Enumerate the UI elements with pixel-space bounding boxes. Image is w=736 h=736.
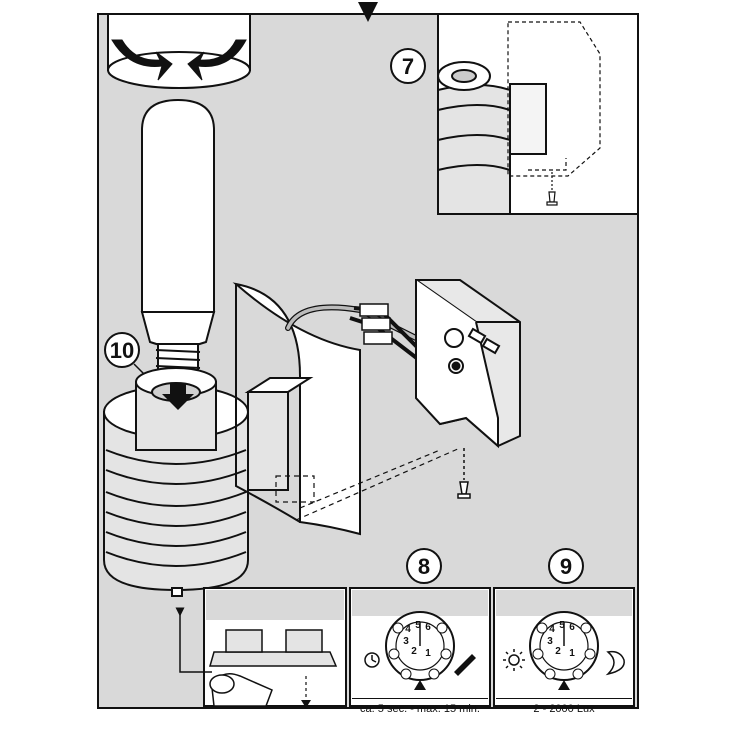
lux-dial-number-5: 5 bbox=[559, 620, 565, 631]
time-setting-panel: 8 1 2 3 4 5 6 ca. 5 sec. - max. bbox=[349, 548, 491, 715]
inset-screw-icon bbox=[546, 172, 558, 206]
time-dial-number-3: 3 bbox=[403, 636, 409, 647]
lux-range-caption: 2 - 2000 Lux bbox=[533, 703, 595, 715]
lamp-body bbox=[103, 367, 249, 597]
step-7-inset: 7 bbox=[390, 13, 639, 215]
terminal-block bbox=[359, 303, 393, 345]
lux-dial-number-4: 4 bbox=[549, 624, 555, 635]
lux-dial-number-2: 2 bbox=[555, 646, 561, 657]
lux-dial-number-1: 1 bbox=[569, 648, 575, 659]
time-dial-number-2: 2 bbox=[411, 646, 417, 657]
lux-dial-number-3: 3 bbox=[547, 636, 553, 647]
time-dial-number-6: 6 bbox=[425, 622, 431, 633]
rotate-left-arrow-icon bbox=[111, 39, 173, 81]
time-dial: 1 2 3 4 5 6 bbox=[385, 611, 455, 681]
lux-dial-number-6: 6 bbox=[569, 622, 575, 633]
moon-icon bbox=[605, 650, 625, 676]
alignment-guide-lines bbox=[275, 447, 461, 521]
screw-icon bbox=[457, 448, 471, 499]
insert-down-arrow-icon bbox=[162, 384, 194, 410]
sun-icon bbox=[503, 649, 525, 671]
time-dial-number-4: 4 bbox=[405, 624, 411, 635]
step-9-label: 9 bbox=[560, 554, 572, 579]
curved-mounting-plate bbox=[232, 282, 361, 536]
rotate-right-arrow-icon bbox=[187, 39, 247, 81]
clock-icon bbox=[364, 652, 380, 668]
ramp-max-icon bbox=[454, 654, 476, 676]
step-8-label: 8 bbox=[418, 554, 430, 579]
down-pointer-icon bbox=[358, 2, 378, 22]
lux-dial-pointer-icon bbox=[558, 680, 570, 690]
time-range-caption: ca. 5 sec. - max. 15 min. bbox=[360, 703, 480, 715]
direction-arrow bbox=[175, 607, 212, 673]
lux-setting-panel: 9 1 2 3 4 5 6 bbox=[493, 548, 635, 715]
lux-dial: 1 2 3 4 5 6 bbox=[529, 611, 599, 681]
twist-cap-illustration bbox=[107, 13, 251, 89]
dial-pointer-icon bbox=[414, 680, 426, 690]
wall-bracket bbox=[415, 279, 521, 449]
light-bulb bbox=[140, 98, 216, 373]
adjustment-inset bbox=[203, 587, 347, 708]
time-dial-number-1: 1 bbox=[425, 648, 431, 659]
step-7-label: 7 bbox=[402, 54, 414, 79]
step-10-label: 10 bbox=[110, 338, 134, 363]
time-dial-number-5: 5 bbox=[415, 620, 421, 631]
